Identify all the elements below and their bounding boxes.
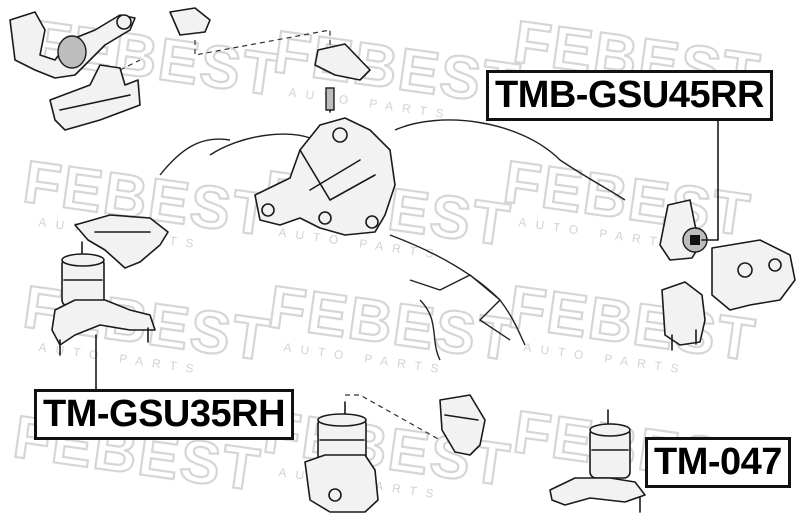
watermark-tile: FEBEST AUTO PARTS (263, 272, 521, 377)
tm047-arm (549, 477, 646, 506)
bolt-hole (332, 127, 348, 143)
left-mount-arm (51, 299, 156, 346)
top-center-parts (314, 43, 371, 113)
leader-line (701, 114, 719, 241)
wire-curve (159, 138, 231, 176)
wire-curve (409, 274, 511, 341)
bottom-center-parts (304, 394, 486, 513)
top-left-parts (9, 7, 211, 131)
right-side-bracket (711, 239, 796, 311)
right-lower-bracket (661, 281, 706, 346)
bolt-hole (328, 488, 342, 502)
small-plate (169, 7, 211, 36)
part-number-label: TM-047 (645, 437, 791, 488)
lower-bracket-edge (59, 94, 131, 111)
right-bottom-parts (549, 409, 646, 513)
engine-bracket-rib (309, 159, 361, 191)
lower-bracket (49, 64, 141, 131)
wire-curve (209, 133, 316, 156)
bottom-mount-top (317, 413, 367, 427)
wire-layer (119, 29, 626, 441)
bottom-bracket-edge (444, 414, 479, 421)
watermark-tile: FEBEST AUTO PARTS (498, 147, 756, 252)
bolt-hole (261, 203, 275, 217)
leader-dashed (345, 394, 441, 441)
right-bushing-core (690, 235, 700, 245)
right-mount-parts (659, 114, 796, 351)
part-number-label: TMB-GSU45RR (486, 70, 773, 121)
left-mount-top (61, 253, 105, 267)
tm047-top (589, 423, 631, 437)
leader-dashed (119, 59, 141, 71)
bottom-mount-base (304, 454, 379, 513)
bolt-hole (365, 215, 379, 229)
leader-dashed (194, 29, 331, 56)
wire-curve (394, 119, 626, 201)
stud-thread (325, 87, 335, 111)
torque-rod-eye (116, 14, 132, 30)
left-upper-bracket (74, 214, 169, 269)
left-mount-parts (51, 214, 169, 356)
engine-bracket-body (254, 117, 396, 236)
bolt-hole (318, 211, 332, 225)
bolt-hole (737, 262, 753, 278)
part-number-label: TM-GSU35RH (34, 389, 295, 440)
central-bracket (254, 117, 396, 236)
top-strap-bracket (314, 43, 371, 81)
engine-bracket-rib (299, 149, 376, 201)
torque-rod-bushing (57, 35, 87, 69)
bottom-bracket (439, 394, 486, 456)
bolt-hole (768, 258, 782, 272)
wire-curve (419, 299, 441, 361)
